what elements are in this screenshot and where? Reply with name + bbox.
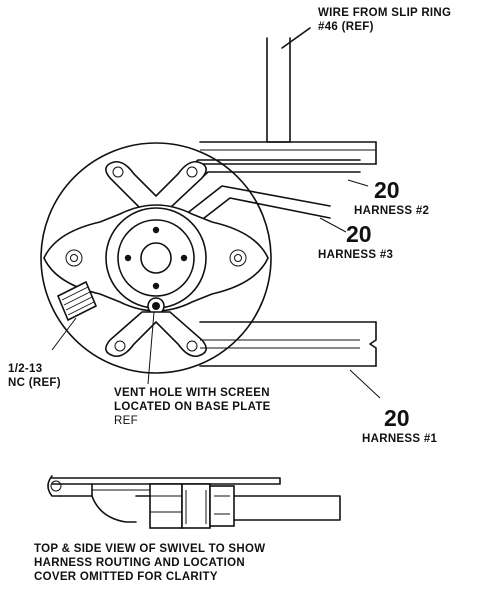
vent-line3: REF [114,415,138,427]
swivel-plate [40,142,272,374]
callout-bolt: 1/2-13 NC (REF) [8,363,61,389]
leader-lines [51,179,381,399]
harness-1-number: 20 [384,405,410,431]
callout-harness-3: 20 HARNESS #3 [318,221,393,261]
caption-line2: HARNESS ROUTING AND LOCATION [34,557,245,569]
callout-wire-from-slip-ring: WIRE FROM SLIP RING #46 (REF) [318,7,451,33]
upper-clamp [105,160,207,209]
top-plate [199,141,377,165]
vent-line2: LOCATED ON BASE PLATE [114,401,271,413]
callout-harness-2: 20 HARNESS #2 [354,177,429,217]
bolt-line1: 1/2-13 [8,363,42,375]
vent-line1: VENT HOLE WITH SCREEN [114,387,270,399]
callout-wire-line2: #46 (REF) [318,21,374,33]
vent-hole [147,297,165,315]
caption-line3: COVER OMITTED FOR CLARITY [34,571,218,583]
lower-clamp [105,311,207,358]
bolt-1-2-13 [56,280,98,322]
harness-3-label: HARNESS #3 [318,249,393,261]
central-hub [105,207,207,309]
callout-wire-line1: WIRE FROM SLIP RING [318,7,451,19]
caption: TOP & SIDE VIEW OF SWIVEL TO SHOW HARNES… [34,543,265,583]
harness-1-routing [199,321,377,367]
harness-3-number: 20 [346,221,372,247]
harness-1-label: HARNESS #1 [362,433,438,445]
callout-vent-hole: VENT HOLE WITH SCREEN LOCATED ON BASE PL… [114,387,271,427]
slip-ring-wire [266,27,311,143]
caption-line1: TOP & SIDE VIEW OF SWIVEL TO SHOW [34,543,265,555]
callout-harness-1: 20 HARNESS #1 [362,405,438,445]
bolt-line2: NC (REF) [8,377,61,389]
harness-2-label: HARNESS #2 [354,205,429,217]
harness-2-number: 20 [374,177,400,203]
side-view [47,475,341,529]
